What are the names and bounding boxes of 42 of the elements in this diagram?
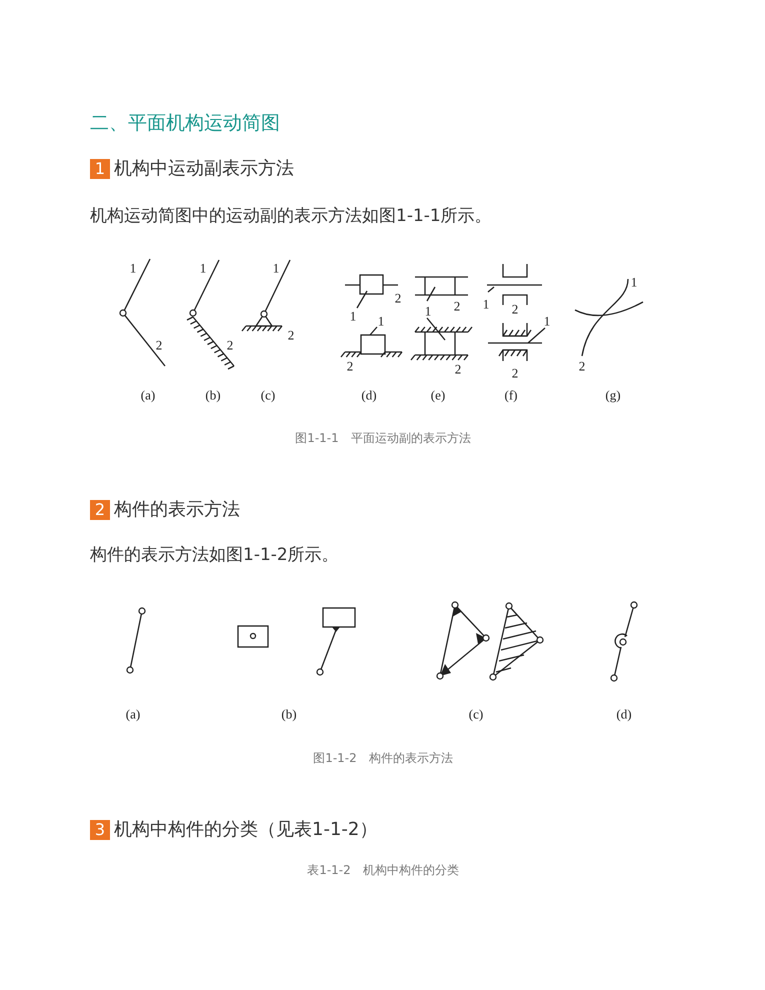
section-number: 1	[90, 159, 110, 179]
figure-label: 1	[630, 276, 638, 288]
figure-label: 1	[350, 310, 356, 322]
figure-caption: 表1-1-2 机构中构件的分类	[307, 862, 459, 879]
figure-label: 1	[378, 314, 384, 328]
figure-label: 2	[226, 338, 234, 352]
figure-label: 2	[346, 360, 354, 372]
figure-label: (b)	[205, 388, 221, 402]
figure-label: (a)	[140, 388, 156, 402]
figure-label: (c)	[468, 708, 484, 720]
paragraph: 构件的表示方法如图1-1-2所示。	[90, 544, 339, 566]
page-title: 二、平面机构运动简图	[90, 111, 280, 136]
figure-label: (d)	[361, 388, 377, 402]
figure-label: 2	[454, 300, 460, 312]
section-number: 2	[90, 500, 110, 520]
figure-label: 2	[512, 366, 518, 380]
figure-label: 1	[544, 314, 550, 328]
figure-label: (f)	[504, 388, 518, 402]
figure-label: (c)	[260, 388, 276, 402]
figure-label: 2	[288, 328, 294, 342]
figure-label: 1	[424, 304, 432, 318]
figure-label: (a)	[126, 708, 140, 720]
figure-label: 1	[200, 262, 206, 274]
figure-label: 1	[482, 298, 490, 310]
figure-label: (d)	[616, 708, 632, 720]
figure-label: 2	[512, 302, 518, 316]
figure-caption: 图1-1-2 构件的表示方法	[313, 750, 453, 767]
section-number: 3	[90, 820, 110, 840]
figure-label: 2	[156, 338, 162, 352]
figure-label: 2	[454, 362, 462, 376]
section-heading: 机构中运动副表示方法	[114, 158, 294, 180]
figure-caption: 图1-1-1 平面运动副的表示方法	[295, 430, 471, 447]
figure-label: 1	[272, 262, 280, 274]
figure-label: 2	[394, 292, 402, 304]
section-heading: 构件的表示方法	[114, 499, 240, 521]
figure-label: (e)	[430, 388, 446, 402]
figure-label: (b)	[281, 708, 297, 720]
figure-label: 2	[578, 360, 586, 372]
section-heading: 机构中构件的分类（见表1-1-2）	[114, 819, 378, 841]
paragraph: 机构运动简图中的运动副的表示方法如图1-1-1所示。	[90, 205, 492, 227]
figure-label: (g)	[605, 388, 621, 402]
figure-label: 1	[130, 262, 136, 274]
